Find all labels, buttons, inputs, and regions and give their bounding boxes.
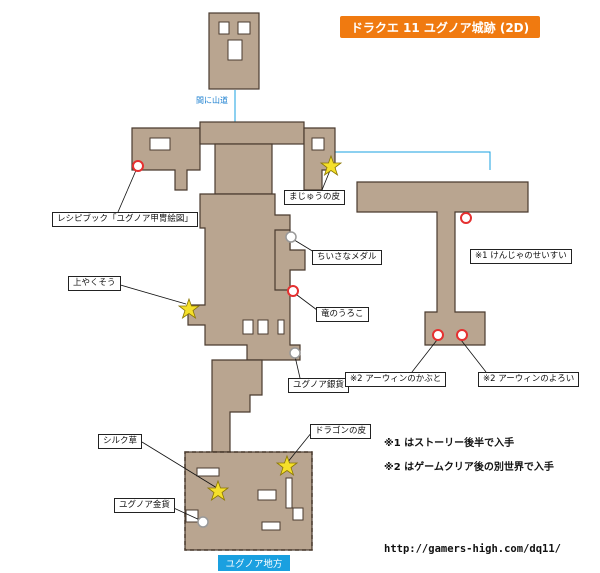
- label-dragon-scale: 竜のうろこ: [316, 307, 369, 322]
- lower-courtyard: [184, 451, 313, 551]
- chest-marker: [460, 212, 472, 224]
- label-sage-water: ※1 けんじゃのせいすい: [470, 249, 572, 264]
- east-wing: [356, 181, 529, 346]
- source-url[interactable]: http://gamers-high.com/dq11/: [384, 543, 562, 555]
- chest-marker: [287, 285, 299, 297]
- lower-corridor: [211, 359, 263, 453]
- chest-marker: [132, 160, 144, 172]
- coin-markers: [197, 231, 301, 528]
- label-dragon-skin: ドラゴンの皮: [310, 424, 372, 439]
- star-marker: [275, 454, 299, 477]
- star-markers: [177, 154, 343, 502]
- central-column: [214, 143, 273, 195]
- area-label: ユグノア地方: [218, 555, 290, 571]
- label-arwin-armor: ※2 アーウィンのよろい: [478, 372, 580, 387]
- chest-marker: [432, 329, 444, 341]
- label-yugnoa-gold: ユグノア金貨: [114, 498, 175, 513]
- label-silk-grass: シルク草: [98, 434, 143, 449]
- map-title: ドラクエ 11 ユグノア城跡 (2D): [340, 16, 540, 38]
- main-castle: [131, 127, 201, 191]
- connection-label: 間に山道: [196, 96, 228, 105]
- note-1: ※1 はストーリー後半で入手: [384, 438, 515, 449]
- coin-marker: [289, 347, 301, 359]
- medal-marker: [285, 231, 297, 243]
- connection-lines: [234, 90, 491, 170]
- central-hall-top: [199, 121, 305, 145]
- label-yugnoa-silver: ユグノア銀貨: [288, 378, 349, 393]
- chest-markers: [132, 160, 472, 341]
- label-majuu-skin: まじゅうの皮: [284, 190, 346, 205]
- star-marker: [206, 479, 230, 502]
- courtyard-border: [184, 451, 313, 551]
- coin-marker: [197, 516, 209, 528]
- label-recipe-book: レシピブック「ユグノア甲冑絵図」: [52, 212, 198, 227]
- chest-marker: [456, 329, 468, 341]
- star-marker: [177, 297, 201, 320]
- star-marker: [319, 154, 343, 177]
- interior-walls: [149, 21, 325, 531]
- note-2: ※2 はゲームクリア後の別世界で入手: [384, 462, 554, 473]
- label-arwin-hat: ※2 アーウィンのかぶと: [345, 372, 447, 387]
- label-upper-herb: 上やくそう: [68, 276, 121, 291]
- leader-lines: [109, 167, 487, 522]
- floor-areas: [131, 12, 529, 551]
- label-small-medal: ちいさなメダル: [312, 250, 382, 265]
- central-body: [187, 193, 301, 361]
